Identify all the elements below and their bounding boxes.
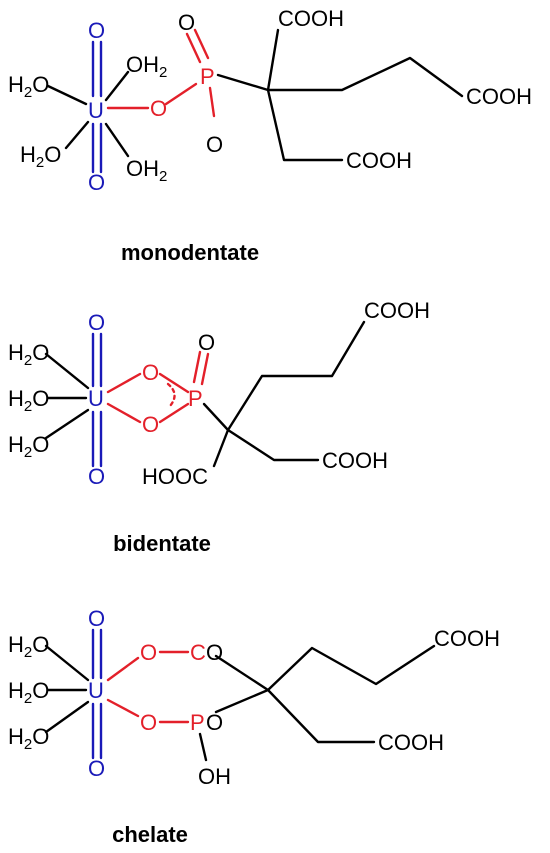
panel-bidentate: H2O H2O H2O O U O O O P O COOH COOH HOOC…: [8, 298, 430, 556]
water-bond: [44, 644, 90, 682]
water-bond: [44, 352, 90, 390]
chain-bond: [266, 56, 464, 98]
p-oh-bond: [198, 732, 208, 762]
phosphoryl-oxygen-label: O: [198, 330, 215, 355]
carboxyl-label: COOH: [346, 148, 412, 173]
bridging-oxygen-label: O: [150, 96, 167, 121]
carboxyl-label: HOOC: [142, 464, 208, 489]
uranyl-oxygen-label: O: [88, 310, 105, 335]
water-bond: [104, 122, 130, 158]
panel-chelate: H2O H2O H2O O U O O C O O P O OH COOH CO…: [8, 606, 500, 847]
carboxyl-label: COOH: [434, 626, 500, 651]
uranyl-oxygen-label: O: [88, 18, 105, 43]
carboxyl-label: COOH: [278, 6, 344, 31]
water-bond: [64, 120, 90, 150]
uranyl-oxygen-label: O: [88, 170, 105, 195]
chain-bond: [266, 644, 436, 692]
water-label: H2O: [8, 632, 49, 661]
uranyl-oxygen-label: O: [88, 756, 105, 781]
water-label: H2O: [8, 386, 49, 415]
water-label: H2O: [8, 72, 49, 101]
phosphoryl-oxygen-label: O: [178, 10, 195, 35]
chain-bond: [226, 428, 320, 462]
p-c-bond: [202, 402, 230, 432]
water-label: H2O: [20, 142, 61, 171]
ring-carbon-label: C: [190, 640, 206, 665]
phosphorus-label: P: [190, 710, 205, 735]
uranium-label: U: [88, 98, 104, 123]
chain-bond: [266, 688, 376, 744]
hydroxyl-label: OH: [198, 764, 231, 789]
chain-bond: [266, 88, 344, 162]
ring-oxygen-label: O: [206, 710, 223, 735]
carboxyl-label: COOH: [466, 84, 532, 109]
o-p-bond: [158, 402, 190, 424]
ring-oxygen-label: O: [142, 360, 159, 385]
o-c-bond: [214, 688, 270, 714]
water-label: OH2: [126, 156, 167, 185]
uranium-label: U: [88, 678, 104, 703]
phosphorus-label: P: [200, 64, 215, 89]
p-o-single-bond: [208, 86, 216, 118]
water-label: H2O: [8, 724, 49, 753]
p-o-double-bond-b: [200, 352, 210, 386]
c-cooh-bond: [266, 28, 280, 92]
water-bond: [44, 408, 90, 440]
p-o-double-bond-a: [185, 32, 202, 64]
p-c-bond: [216, 73, 270, 92]
caption-monodentate: monodentate: [121, 240, 259, 265]
c-cooh-bond: [212, 428, 230, 468]
water-label: H2O: [8, 432, 49, 461]
caption-bidentate: bidentate: [113, 531, 211, 556]
water-label: H2O: [8, 678, 49, 707]
phosphonate-oxygen-label: O: [206, 132, 223, 157]
p-o-double-bond-a: [192, 350, 202, 384]
carboxyl-label: COOH: [364, 298, 430, 323]
uranyl-oxygen-label: O: [88, 606, 105, 631]
ring-oxygen-label: O: [206, 640, 223, 665]
water-bond: [104, 70, 130, 102]
chain-bond: [226, 320, 366, 432]
water-bond: [46, 84, 88, 106]
o-p-bond: [164, 82, 198, 106]
ring-oxygen-label: O: [142, 412, 159, 437]
water-label: H2O: [8, 340, 49, 369]
panel-monodentate: H2O OH2 H2O OH2 O U O O P O O COOH COOH …: [8, 6, 532, 265]
u-o-bond: [106, 402, 142, 424]
water-bond: [44, 700, 90, 734]
o-p-bond: [158, 372, 190, 394]
u-o-bond: [106, 698, 140, 718]
u-o-bond: [106, 372, 142, 394]
u-o-bond: [106, 656, 140, 682]
delocalized-bond: [166, 382, 176, 408]
ring-oxygen-label: O: [140, 710, 157, 735]
carboxyl-label: COOH: [322, 448, 388, 473]
phosphorus-label: P: [188, 386, 203, 411]
o-c-bond: [214, 654, 270, 692]
water-label: OH2: [126, 52, 167, 81]
ring-oxygen-label: O: [140, 640, 157, 665]
uranium-label: U: [88, 386, 104, 411]
uranyl-oxygen-label: O: [88, 464, 105, 489]
carboxyl-label: COOH: [378, 730, 444, 755]
caption-chelate: chelate: [112, 822, 188, 847]
p-o-double-bond-b: [193, 28, 210, 60]
